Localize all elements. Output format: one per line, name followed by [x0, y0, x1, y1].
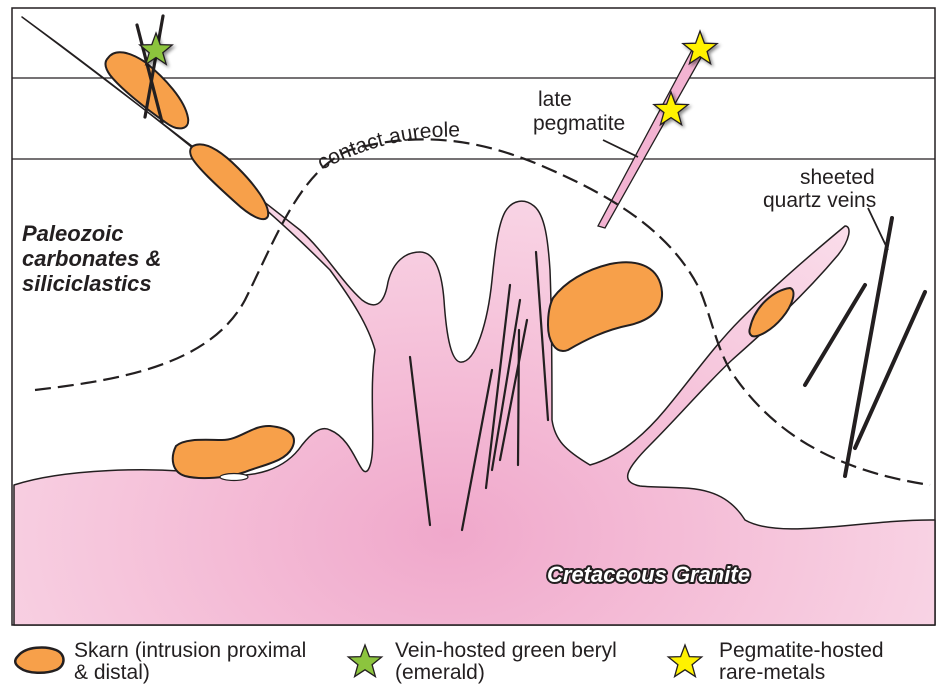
legend-skarn-label: Skarn (intrusion proximal & distal) — [74, 640, 306, 684]
late-pegmatite-label-line2: pegmatite — [533, 112, 625, 135]
host-rock-label-line3: siliciclastics — [22, 271, 152, 296]
pegmatite-star-legend-icon — [665, 640, 709, 680]
skarn-body-5-inner — [220, 474, 248, 481]
legend-skarn: Skarn (intrusion proximal & distal) — [12, 640, 306, 696]
legend-pegmatite-label: Pegmatite-hosted rare-metals — [719, 640, 884, 684]
late-pegmatite-label-line1: late — [538, 88, 572, 111]
sheeted-veins-label-line1: sheeted — [800, 166, 875, 189]
sheeted-veins-label-line2: quartz veins — [763, 189, 876, 212]
granite-label: Cretaceous Granite — [547, 562, 750, 587]
host-rock-label-line1: Paleozoic — [22, 221, 123, 246]
legend-beryl-label: Vein-hosted green beryl (emerald) — [395, 640, 617, 684]
skarn-swatch-icon — [12, 640, 72, 678]
host-rock-label-line2: carbonates & — [22, 246, 161, 271]
legend-beryl: Vein-hosted green beryl (emerald) — [345, 640, 617, 696]
legend-pegmatite: Pegmatite-hosted rare-metals — [665, 640, 884, 696]
beryl-star-icon — [345, 640, 389, 680]
